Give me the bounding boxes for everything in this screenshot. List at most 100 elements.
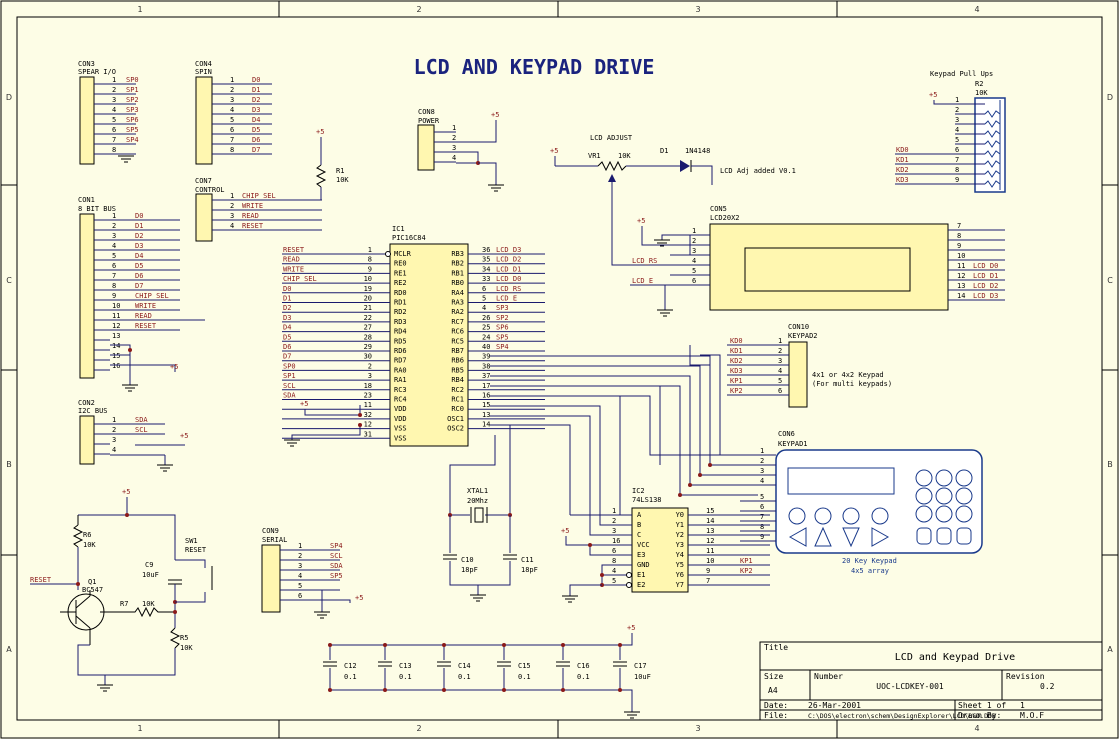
con2-ref: CON2 <box>78 399 95 407</box>
r7-value: 10K <box>142 600 155 608</box>
tb-title: LCD and Keypad Drive <box>895 652 1015 663</box>
con7-pins-pin-2: 2 <box>230 202 234 210</box>
con4-ref: CON4 <box>195 60 212 68</box>
ic1-pin-name-7: RD3 <box>394 318 407 326</box>
con3-pins-net-0: SP0 <box>126 76 139 84</box>
cap-value-4: 0.1 <box>577 673 590 681</box>
reset-net-label: RESET <box>30 576 52 584</box>
r2-net-2: KD2 <box>896 166 909 174</box>
con4-body <box>195 76 213 165</box>
ic1-pin-17: 17 <box>482 382 490 390</box>
c10-ref: C10 <box>461 556 474 564</box>
con1-pins-net-6: D6 <box>135 272 143 280</box>
ic1-pin-26: 26 <box>482 314 490 322</box>
con4-pins-pin-2: 2 <box>230 86 234 94</box>
r2-pin-8: 8 <box>955 166 959 174</box>
con5-pin-11: 11 <box>957 262 965 270</box>
ic1-rnet-10: SP4 <box>496 343 509 351</box>
r1-pullup: +5 R1 10K <box>315 128 349 200</box>
zone-col-top-2: 2 <box>416 5 421 14</box>
ic1-pin-name-9: RD5 <box>394 337 407 345</box>
con1-pins-pin-9: 9 <box>112 292 116 300</box>
ic2-pin-name-3: VCC <box>637 541 650 549</box>
ic1-lnet-4: D0 <box>283 285 291 293</box>
con7-ref: CON7 <box>195 177 212 185</box>
ic2-pin-13: 13 <box>706 527 714 535</box>
ic2-pin-7: 7 <box>706 577 710 585</box>
con2-pins-net-0: SDA <box>135 416 148 424</box>
con1-pins-pin-14: 14 <box>112 342 120 350</box>
ic1-lnet-10: D6 <box>283 343 291 351</box>
con1-pins-pin-8: 8 <box>112 282 116 290</box>
con5-pin-4: 4 <box>692 257 696 265</box>
tb-sheet-label: Sheet 1 of <box>958 701 1006 710</box>
con9-pins-pin-2: 2 <box>298 552 302 560</box>
con4-pins-net-0: D0 <box>252 76 260 84</box>
con7-pins-net-1: WRITE <box>242 202 263 210</box>
ic1-pin-34: 34 <box>482 265 490 273</box>
ic1-pin-6: 6 <box>482 285 486 293</box>
con1-pins-net-3: D3 <box>135 242 143 250</box>
zone-col-bottom-2: 2 <box>416 724 421 733</box>
con3-ref: CON3 <box>78 60 95 68</box>
zone-row-right-C: C <box>1107 276 1113 285</box>
ic2-pin-6: 6 <box>612 547 616 555</box>
keypad-round-key <box>915 487 933 505</box>
r2-value: 10K <box>975 89 988 97</box>
ic1-pin-20: 20 <box>364 295 372 303</box>
con9-pins-net-0: SP4 <box>330 542 343 550</box>
con7-pins-net-0: CHIP SEL <box>242 192 276 200</box>
con1-pins-net-5: D5 <box>135 262 143 270</box>
ic1-pin-name-11: RD7 <box>394 357 407 365</box>
cap-ref-5: C17 <box>634 662 647 670</box>
ic2-pin-name-0: A <box>637 511 642 519</box>
schematic-title: LCD AND KEYPAD DRIVE <box>414 55 655 79</box>
con10-pins-pin-4: 4 <box>778 367 782 375</box>
ic1-pin-name-16: VDD <box>394 405 407 413</box>
con5-pin-7: 7 <box>957 222 961 230</box>
ic2-pin-2: 2 <box>612 517 616 525</box>
ic1-pin-13: 13 <box>482 411 490 419</box>
inner-border <box>16 16 1103 721</box>
ic1-pin-32: 32 <box>364 411 372 419</box>
con5-rnet-6: LCD_D2 <box>973 282 998 290</box>
d1-value: 1N4148 <box>685 147 710 155</box>
con6-pin-1: 1 <box>760 447 764 455</box>
con5-lnet-3: LCD_RS <box>632 257 657 265</box>
ic1-pin-name-19: VSS <box>394 434 407 442</box>
con2-name: I2C BUS <box>78 407 108 415</box>
ic1-pin-name-4: RD0 <box>394 289 407 297</box>
ic1-pin-name-6: RD2 <box>394 308 407 316</box>
ic2-rpin-name-7: Y7 <box>676 581 684 589</box>
con1-pins-net-2: D2 <box>135 232 143 240</box>
ic1-rpin-name-8: RC6 <box>451 328 464 336</box>
ic1-rnet-6: SP3 <box>496 304 509 312</box>
con5-pin-10: 10 <box>957 252 965 260</box>
con4-pins-net-5: D5 <box>252 126 260 134</box>
tb-size: A4 <box>768 686 778 695</box>
ic2-pin-4: 4 <box>612 567 616 575</box>
con1-pins-net-9: WRITE <box>135 302 156 310</box>
ic1-rnet-0: LCD_D3 <box>496 246 521 254</box>
con1-pins-pin-10: 10 <box>112 302 120 310</box>
con1-pins-pin-3: 3 <box>112 232 116 240</box>
ic1-pin-5: 5 <box>482 295 486 303</box>
keypad-round-key <box>955 487 973 505</box>
con8-ref: CON8 <box>418 108 435 116</box>
keypad-arrow-key <box>814 507 832 525</box>
c9-ref: C9 <box>145 561 153 569</box>
tb-drawn: M.O.F <box>1020 711 1044 720</box>
ic1-pin-10: 10 <box>364 275 372 283</box>
r2-net-3: KD3 <box>896 176 909 184</box>
keypad-round-key <box>935 469 953 487</box>
ic1-pin-name-1: RE0 <box>394 260 407 268</box>
ic1-rpin-name-6: RA2 <box>451 308 464 316</box>
